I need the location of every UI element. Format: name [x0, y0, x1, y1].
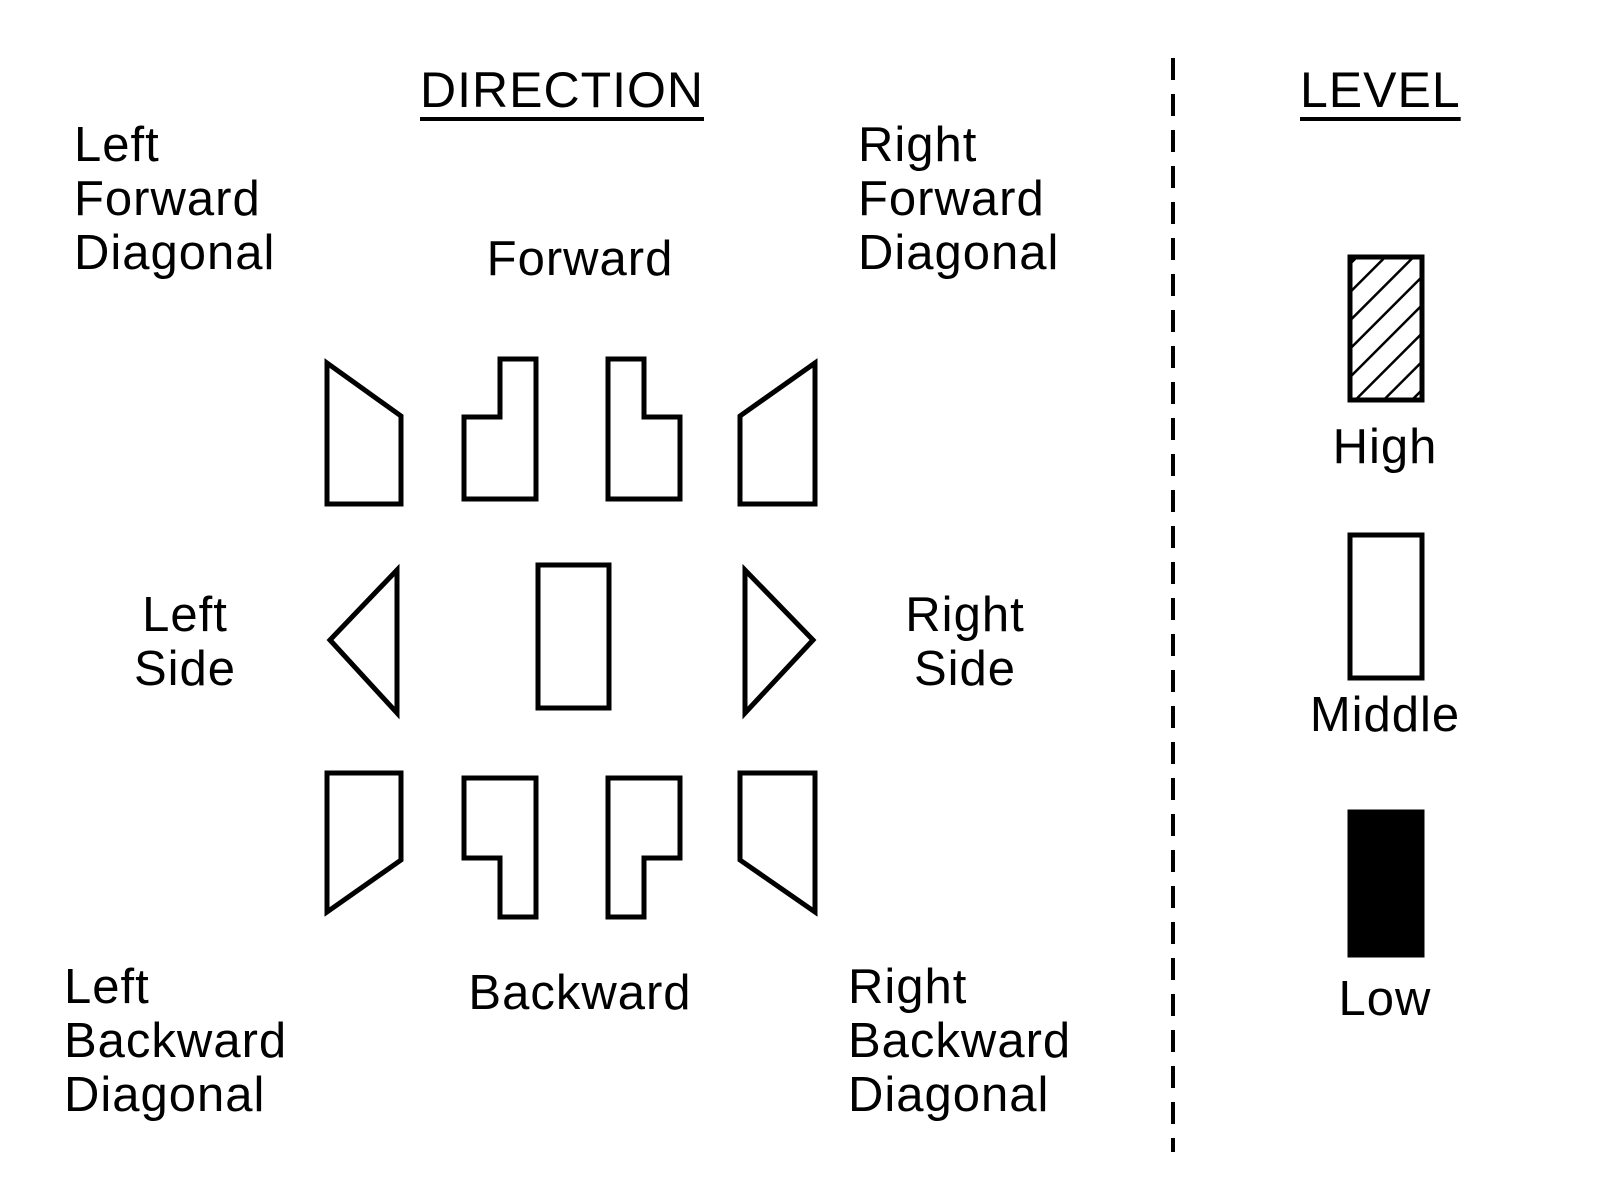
left-backward-diagonal-symbol — [324, 770, 404, 917]
label-right-backward-diagonal: Right Backward Diagonal — [848, 960, 1072, 1122]
level-heading: LEVEL — [1300, 62, 1461, 118]
level-low-symbol — [1347, 809, 1425, 958]
label-right-forward-diagonal: Right Forward Diagonal — [858, 118, 1060, 280]
left-forward-diagonal-symbol — [324, 358, 404, 507]
right-backward-diagonal-symbol — [737, 770, 818, 917]
forward-left-symbol — [461, 356, 539, 502]
forward-right-symbol — [605, 356, 683, 502]
place-symbol — [535, 562, 612, 711]
label-backward: Backward — [468, 966, 692, 1020]
label-left-forward-diagonal: Left Forward Diagonal — [74, 118, 276, 280]
direction-heading: DIRECTION — [420, 62, 704, 118]
backward-left-symbol — [461, 775, 539, 920]
right-side-symbol — [742, 563, 817, 720]
label-left-backward-diagonal: Left Backward Diagonal — [64, 960, 288, 1122]
left-side-symbol — [326, 563, 400, 720]
label-forward: Forward — [486, 232, 674, 286]
label-right-side: Right Side — [905, 588, 1025, 696]
label-left-side: Left Side — [133, 588, 237, 696]
backward-right-symbol — [605, 775, 683, 920]
level-high-symbol — [1347, 254, 1425, 403]
level-middle-symbol — [1347, 532, 1425, 681]
label-level-high: High — [1332, 420, 1438, 474]
label-level-low: Low — [1338, 972, 1432, 1026]
label-level-middle: Middle — [1309, 688, 1461, 742]
right-forward-diagonal-symbol — [737, 358, 818, 507]
